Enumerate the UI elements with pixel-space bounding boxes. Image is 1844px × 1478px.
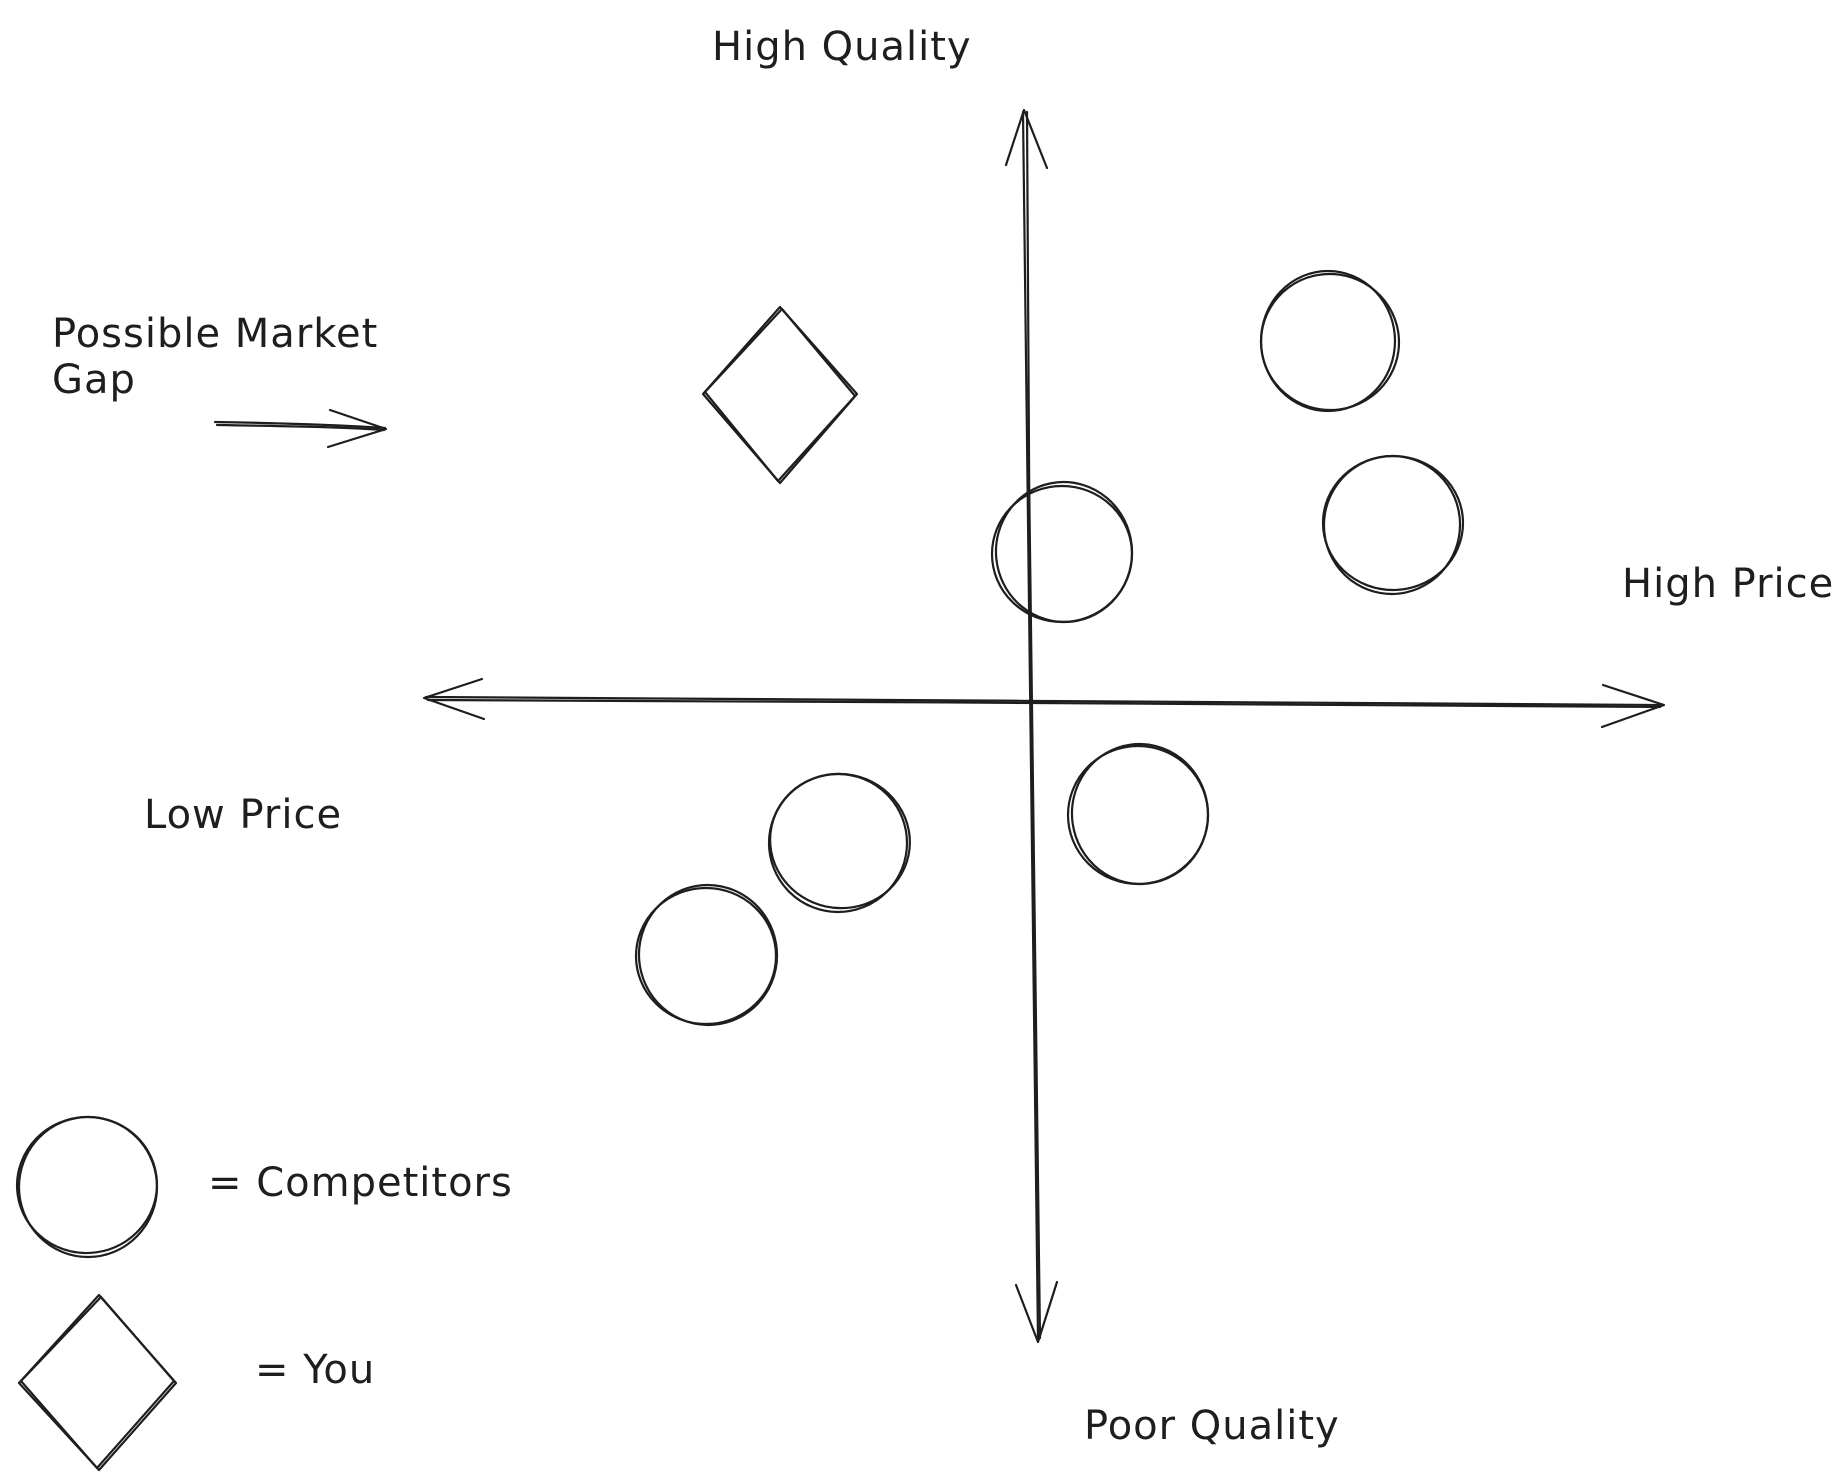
competitor-marker [1066, 742, 1210, 886]
vertical-axis-line-second-stroke [1025, 110, 1042, 1340]
competitor-marker [634, 883, 779, 1027]
competitor-markers [634, 269, 1465, 1027]
market-gap-arrowhead [326, 408, 388, 449]
arrowhead-right [1600, 683, 1666, 729]
market-gap-arrow-line-second-stroke [215, 423, 386, 432]
legend-competitor-symbol [15, 1115, 159, 1259]
competitor-marker [990, 480, 1134, 624]
axis-label-high-quality: High Quality [712, 24, 972, 70]
market-gap-annotation: Possible Market Gap [52, 311, 379, 403]
arrowhead-left [422, 677, 486, 721]
legend-competitors-label: = Competitors [208, 1160, 513, 1206]
legend-you-label: = You [255, 1347, 376, 1393]
axis-label-high-price: High Price [1622, 561, 1835, 607]
competitor-marker [1321, 454, 1465, 596]
arrowhead-down [1014, 1280, 1059, 1344]
horizontal-axis-line-second-stroke [426, 698, 1662, 709]
legend-you-symbol [17, 1293, 178, 1472]
axis-label-low-price: Low Price [144, 792, 343, 838]
horizontal-axis [422, 677, 1666, 729]
competitor-marker [1259, 269, 1401, 413]
you-marker [701, 305, 859, 485]
market-gap-arrow [213, 408, 388, 449]
axis-label-poor-quality: Poor Quality [1084, 1403, 1340, 1449]
market-gap-arrow-line [213, 420, 387, 430]
vertical-axis [1004, 108, 1059, 1344]
competitor-marker [767, 772, 911, 914]
horizontal-axis-line [424, 695, 1664, 707]
vertical-axis-line [1021, 110, 1040, 1342]
arrowhead-up [1004, 108, 1049, 170]
